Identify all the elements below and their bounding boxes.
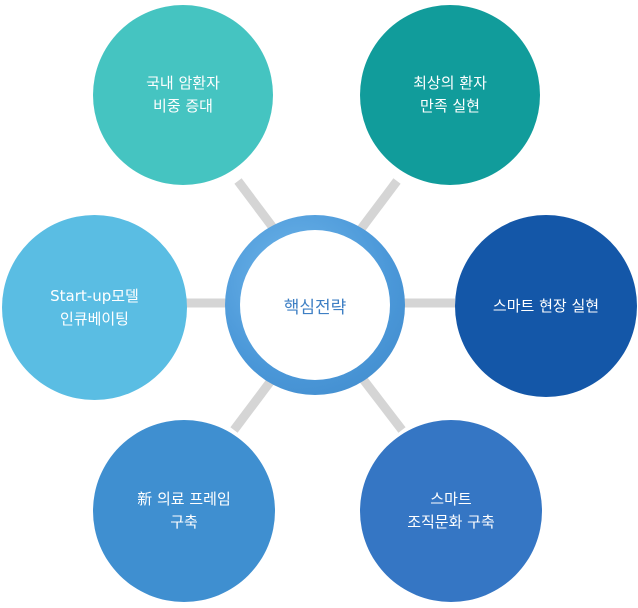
node-new-medical-framework: 新 의료 프레임 구축	[93, 420, 275, 602]
node-smart-field: 스마트 현장 실현	[455, 215, 637, 397]
node-smart-field-label: 스마트 현장 실현	[492, 296, 600, 315]
node-smart-culture: 스마트 조직문화 구축	[360, 420, 542, 602]
node-startup-incubating-label: Start-up모델 인큐베이팅	[50, 286, 139, 328]
node-patient-satisfaction-label: 최상의 환자 만족 실현	[413, 74, 487, 115]
node-patient-satisfaction: 최상의 환자 만족 실현	[360, 5, 540, 185]
node-new-medical-framework-label: 新 의료 프레임 구축	[137, 490, 231, 531]
node-domestic-cancer: 국내 암환자 비중 증대	[93, 5, 273, 185]
center-circle: 핵심전략	[240, 230, 390, 380]
node-startup-incubating: Start-up모델 인큐베이팅	[2, 215, 187, 400]
node-domestic-cancer-label: 국내 암환자 비중 증대	[146, 74, 220, 115]
node-smart-culture-label: 스마트 조직문화 구축	[407, 490, 495, 531]
center-label: 핵심전략	[283, 297, 347, 318]
